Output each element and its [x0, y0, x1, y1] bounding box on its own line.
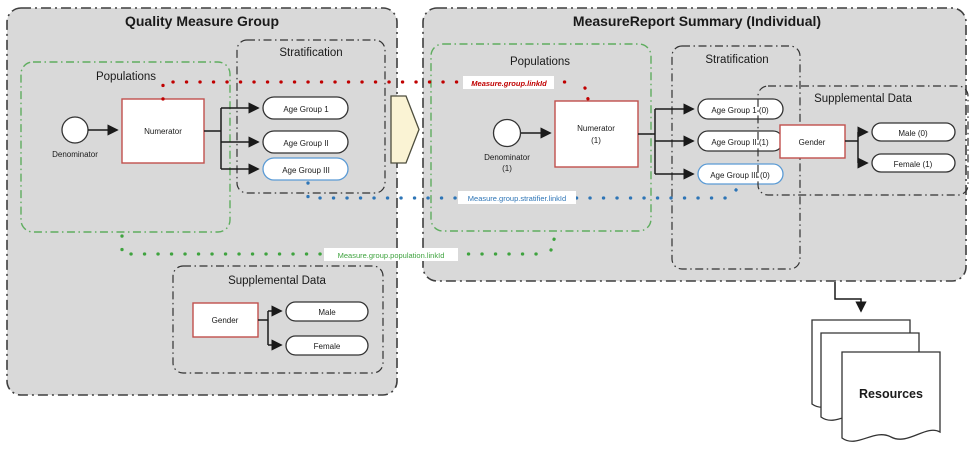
resource-page-front — [841, 351, 941, 442]
right-stratification-group: Stratification Age Group 1 (0) Age Group… — [638, 45, 801, 270]
right-stratification-title: Stratification — [705, 54, 768, 66]
group-linkid-label-bg — [463, 76, 554, 89]
left-stratification-group: Stratification Age Group 1 Age Group II … — [204, 39, 386, 194]
transform-arrow — [390, 95, 420, 164]
left-populations-box — [20, 61, 231, 233]
left-branch-trunk-line — [204, 108, 222, 169]
population-linkid-label: Measure.group.population.linkId — [338, 251, 445, 260]
right-male-label: Male (0) — [898, 129, 928, 138]
left-numerator-label: Numerator — [144, 127, 182, 136]
left-age-group-3-box — [262, 157, 349, 181]
right-age-group-3-label: Age Group III (0) — [710, 171, 770, 180]
left-age-group-3-label: Age Group III — [282, 166, 330, 175]
right-female-box — [871, 153, 956, 173]
left-stratification-box — [236, 39, 386, 194]
right-denominator-count: (1) — [502, 164, 512, 173]
left-denominator-label: Denominator — [52, 150, 98, 159]
left-age-group-1-box — [262, 96, 349, 120]
right-age-group-2-label: Age Group II (1) — [711, 138, 769, 147]
right-gender-box — [779, 124, 846, 159]
right-denominator-label: Denominator — [484, 153, 530, 162]
left-gender-box — [192, 302, 259, 338]
right-numerator-label: Numerator — [577, 124, 615, 133]
left-stratification-title: Stratification — [279, 47, 342, 59]
resources-label: Resources — [859, 387, 923, 401]
left-age-group-1-label: Age Group 1 — [283, 105, 329, 114]
right-age-group-3-box — [697, 163, 784, 185]
left-gender-branch-line — [258, 311, 269, 345]
left-female-label: Female — [314, 342, 341, 351]
group-linkid-line-end — [583, 86, 590, 101]
right-supplemental-title: Supplemental Data — [814, 93, 912, 105]
left-supplemental-box — [172, 265, 384, 374]
left-male-box — [285, 301, 369, 322]
left-supplemental-title: Supplemental Data — [228, 275, 326, 287]
left-male-label: Male — [318, 308, 336, 317]
right-male-box — [871, 122, 956, 142]
right-populations-title: Populations — [510, 56, 570, 68]
right-numerator-count: (1) — [591, 136, 601, 145]
quality-measure-group-title: Quality Measure Group — [125, 13, 279, 29]
right-age-group-1-box — [697, 98, 784, 120]
stratifier-linkid-line — [306, 181, 728, 200]
right-supplemental-data-group: Supplemental Data Gender Male (0) Female… — [757, 85, 969, 196]
left-denominator-circle — [61, 116, 89, 144]
right-numerator-box — [554, 100, 639, 168]
measure-report-summary-title: MeasureReport Summary (Individual) — [573, 13, 821, 29]
resources-group: Resources — [811, 282, 941, 442]
population-linkid-label-bg — [324, 248, 458, 261]
stratifier-linkid-label: Measure.group.stratifier.linkId — [468, 194, 566, 203]
left-gender-label: Gender — [212, 316, 239, 325]
left-female-box — [285, 335, 369, 356]
right-denominator-circle — [492, 118, 522, 148]
right-supplemental-box — [757, 85, 969, 196]
left-populations-title: Populations — [96, 71, 156, 83]
link-lines: Measure.group.linkId Measure.group.strat… — [120, 76, 741, 261]
left-age-group-2-box — [262, 130, 349, 154]
right-gender-label: Gender — [799, 138, 826, 147]
group-linkid-label: Measure.group.linkId — [471, 79, 547, 88]
right-stratification-box — [671, 45, 801, 270]
quality-measure-group-panel: Quality Measure Group Populations Denomi… — [6, 7, 398, 396]
measure-report-summary-panel: MeasureReport Summary (Individual) Popul… — [422, 7, 969, 282]
stratifier-linkid-label-bg — [458, 191, 576, 204]
stratifier-linkid-line-end — [734, 183, 741, 192]
summary-to-resources-arrow — [834, 282, 867, 313]
right-age-group-1-label: Age Group 1 (0) — [711, 106, 769, 115]
left-age-group-2-label: Age Group II — [283, 139, 328, 148]
left-supplemental-data-group: Supplemental Data Gender Male Female — [172, 265, 384, 374]
right-female-label: Female (1) — [894, 160, 933, 169]
right-populations-group: Populations Denominator (1) Numerator (1… — [430, 43, 652, 232]
population-linkid-line-end — [549, 234, 557, 252]
